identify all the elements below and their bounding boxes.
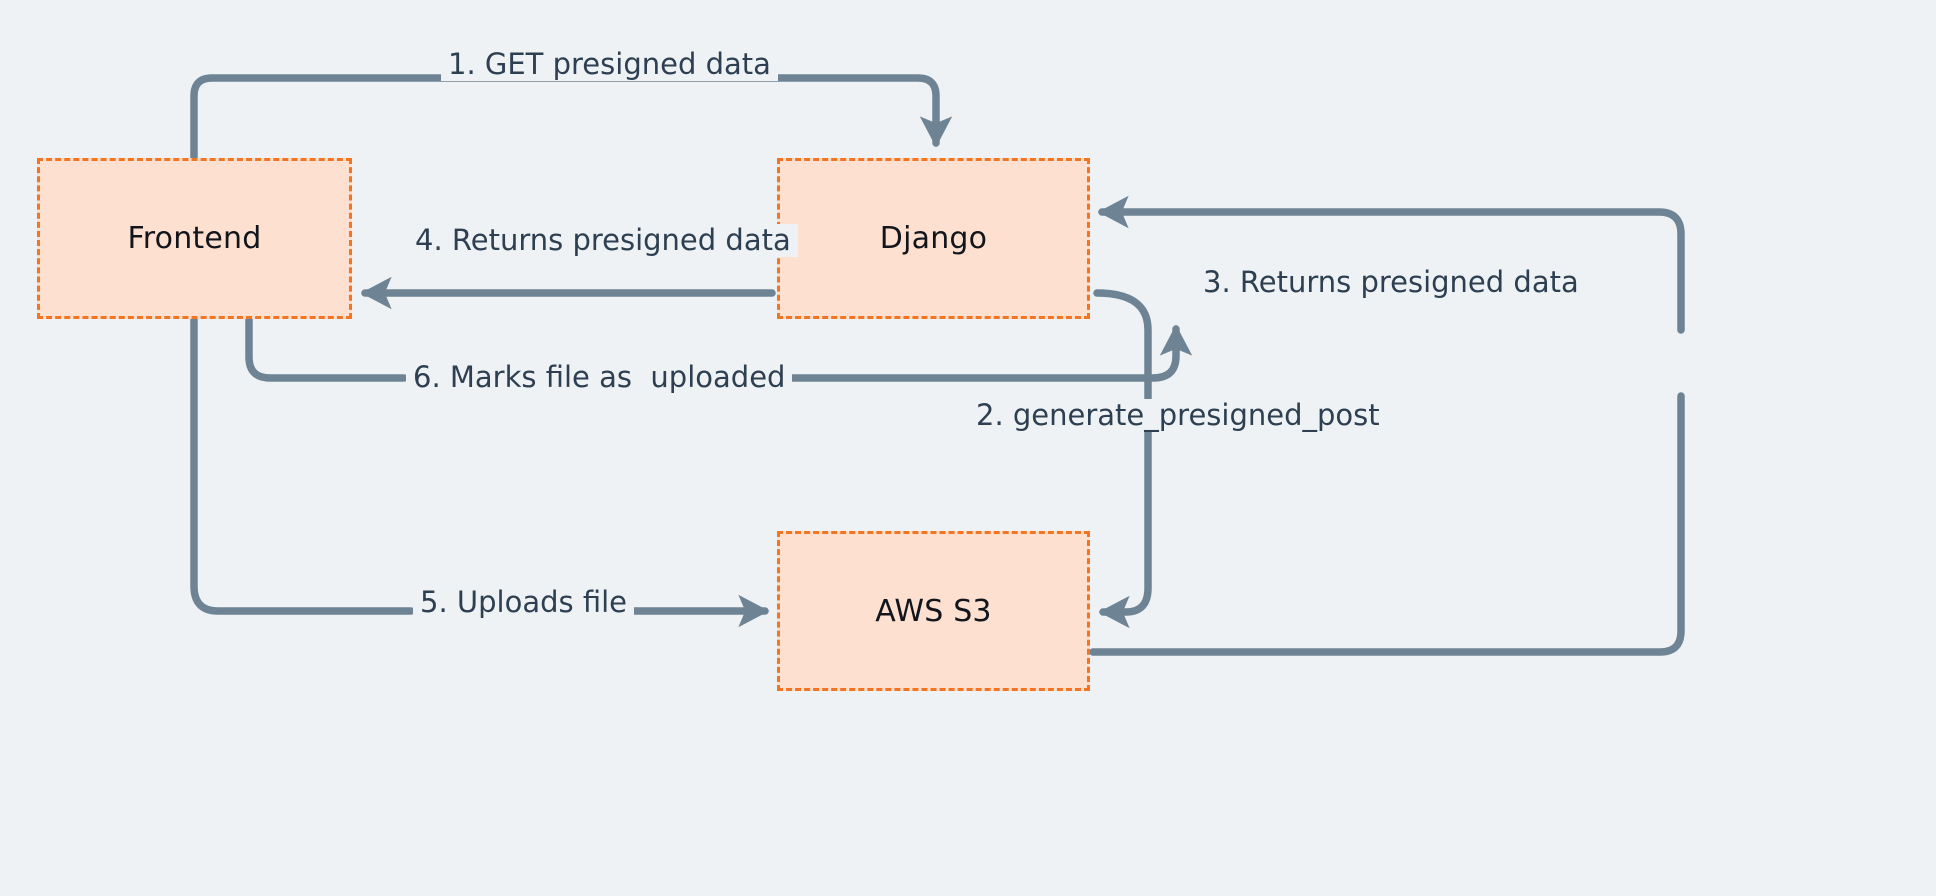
node-frontend-label: Frontend	[127, 221, 262, 256]
edge-path-3	[1089, 392, 1685, 656]
node-aws-s3-label: AWS S3	[875, 593, 992, 629]
edge-label-django-returns-presigned-data: 4. Returns presigned data	[408, 223, 798, 258]
edge-path-3b	[1097, 195, 1685, 334]
edge-label-s3-returns-presigned-data: 3. Returns presigned data	[1196, 265, 1586, 300]
edge-path-5	[190, 315, 415, 615]
edge-path-6	[245, 315, 408, 382]
edge-path-2	[1093, 289, 1152, 629]
edge-path-1	[190, 74, 953, 162]
edge-path-6b	[730, 324, 1193, 382]
edge-label-uploads-file: 5. Uploads file	[413, 585, 634, 620]
edge-label-generate-presigned-post: 2. generate_presigned_post	[969, 398, 1387, 433]
node-aws-s3[interactable]: AWS S3	[777, 531, 1090, 691]
edge-label-marks-file-as-uploaded: 6. Marks file as uploaded	[406, 360, 793, 395]
edge-label-get-presigned-data: 1. GET presigned data	[441, 47, 778, 82]
node-frontend[interactable]: Frontend	[37, 158, 352, 319]
node-django-label: Django	[879, 221, 988, 256]
node-django[interactable]: Django	[777, 158, 1090, 319]
